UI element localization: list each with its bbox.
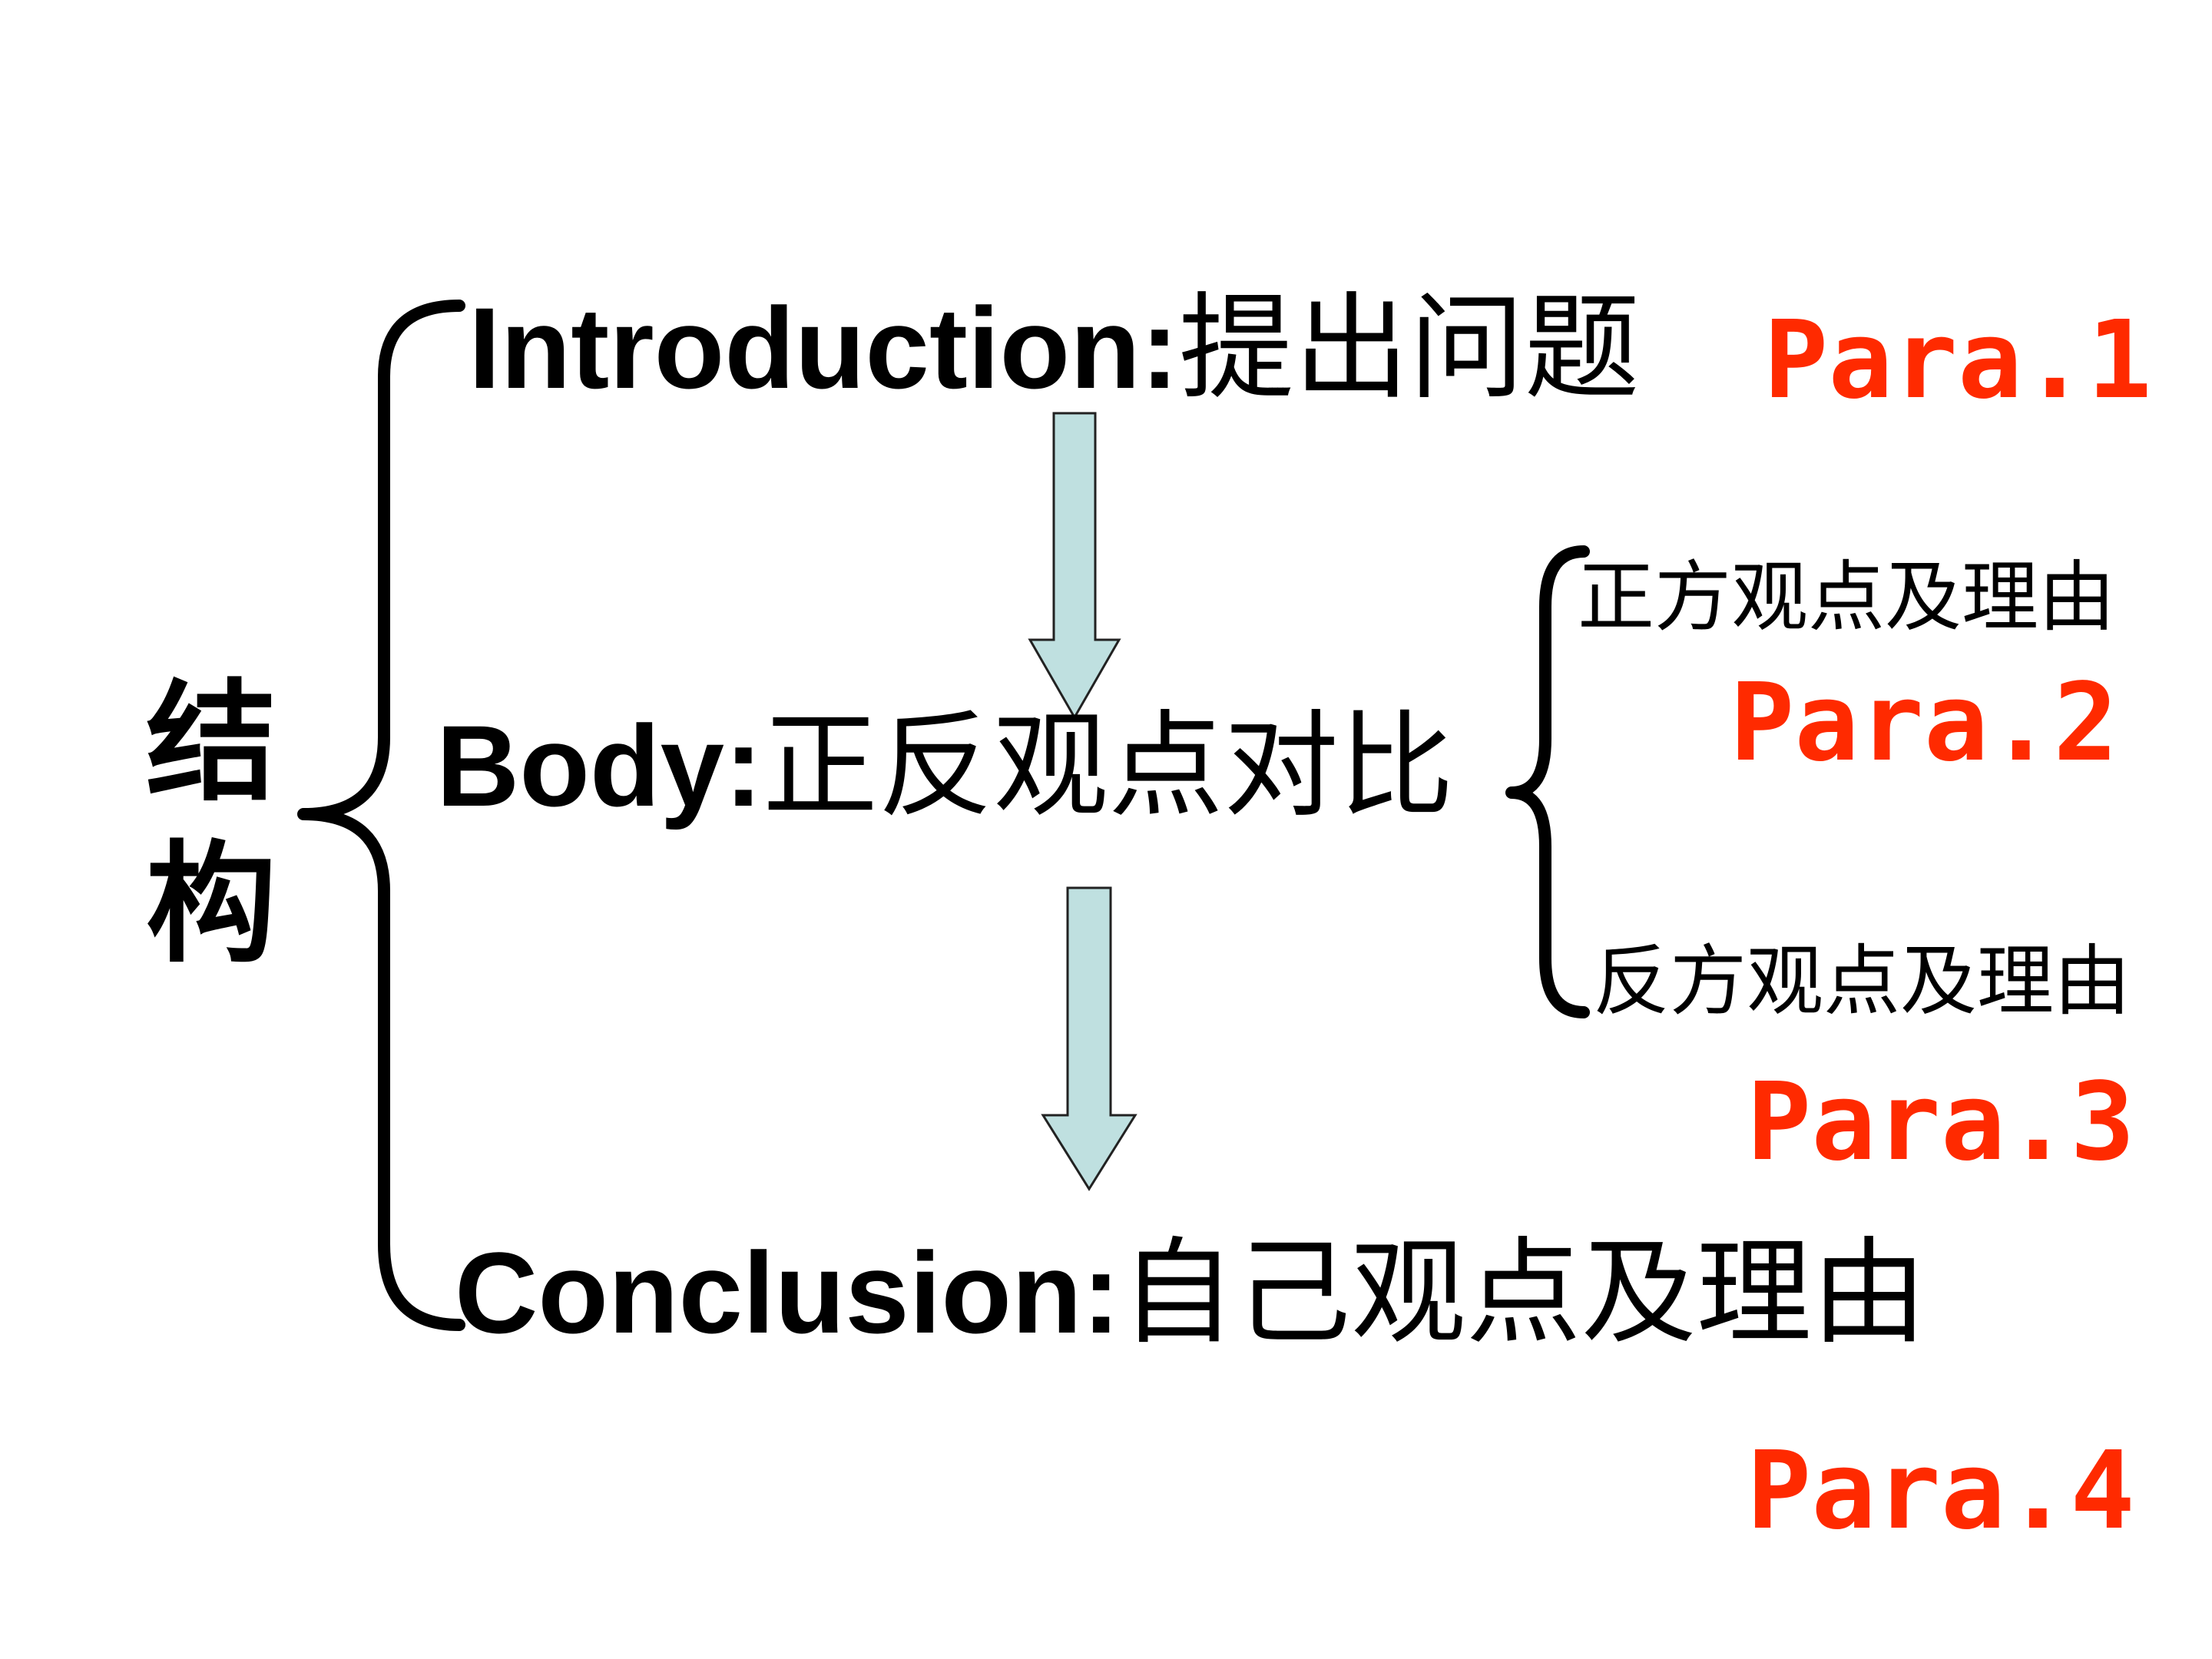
conclusion-label: Conclusion:自己观点及理由	[455, 1235, 1927, 1352]
body-brace	[1505, 545, 1590, 1018]
body-en: Body:	[436, 701, 763, 830]
para-3-label: Para.3	[1747, 1060, 2135, 1185]
conclusion-en: Conclusion:	[455, 1228, 1121, 1357]
down-arrow-1	[1028, 412, 1121, 720]
introduction-zh: 提出问题	[1178, 282, 1640, 416]
main-brace	[297, 300, 465, 1331]
body-label: Body:正反观点对比	[436, 708, 1454, 825]
structure-label-top: 结	[146, 666, 277, 820]
structure-label-bottom: 构	[146, 827, 277, 981]
introduction-label: Introduction:提出问题	[469, 290, 1640, 407]
introduction-en: Introduction:	[469, 283, 1179, 412]
para-4-label: Para.4	[1747, 1429, 2135, 1554]
conclusion-zh: 自己观点及理由	[1120, 1227, 1927, 1360]
down-arrow-2	[1041, 886, 1137, 1191]
con-view-label: 反方观点及理由	[1593, 936, 2131, 1026]
pro-view-label: 正方观点及理由	[1578, 552, 2115, 642]
para-2-label: Para.2	[1730, 661, 2118, 786]
para-1-label: Para.1	[1763, 298, 2152, 423]
body-zh: 正反观点对比	[762, 700, 1454, 833]
